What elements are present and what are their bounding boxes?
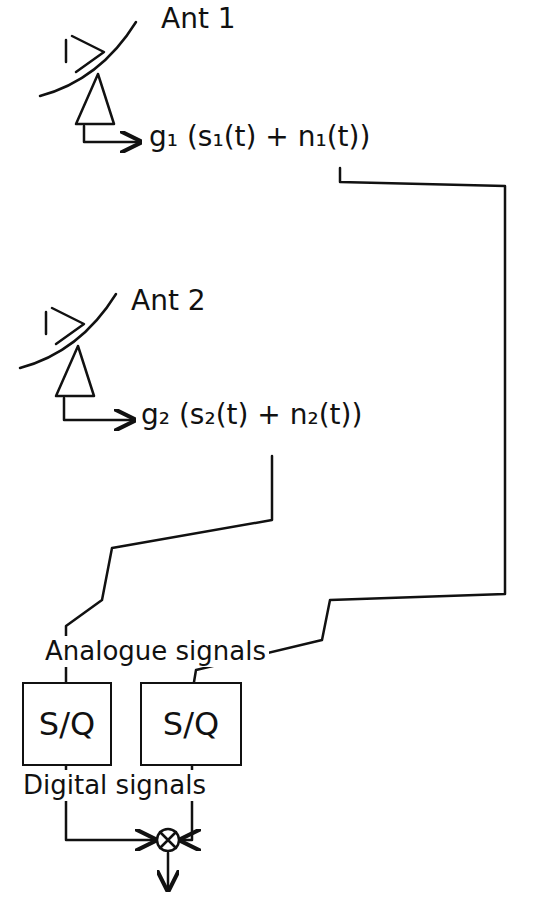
antenna-dish <box>40 22 136 124</box>
signal-expression: g₁ (s₁(t) + n₁(t)) <box>146 120 373 154</box>
antenna-dish <box>20 294 116 396</box>
antenna-label: Ant 1 <box>158 2 239 36</box>
antenna-label: Ant 2 <box>128 284 209 318</box>
signal-type-label: Digital signals <box>20 770 209 801</box>
process-box: S/Q <box>22 682 112 766</box>
signal-expression: g₂ (s₂(t) + n₂(t)) <box>138 398 365 432</box>
signal-type-label: Analogue signals <box>42 636 269 667</box>
signal-wire <box>84 126 140 142</box>
box-label: S/Q <box>163 705 219 743</box>
box-label: S/Q <box>39 705 95 743</box>
multiplier-symbol <box>157 829 179 851</box>
output-arrow <box>167 853 170 890</box>
signal-wire <box>64 398 134 420</box>
process-box: S/Q <box>140 682 242 766</box>
